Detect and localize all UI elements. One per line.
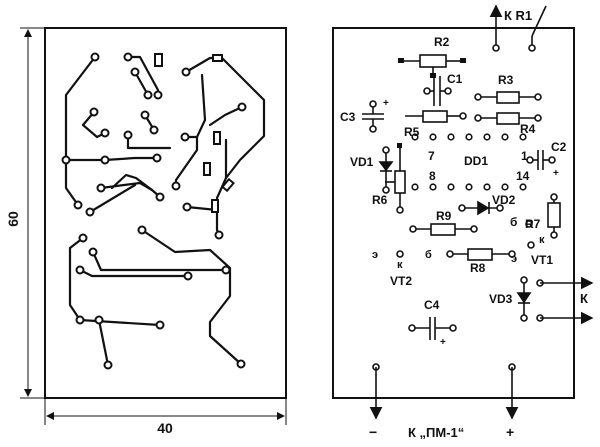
vt1-collector-label: к (539, 234, 545, 246)
board-outline-left (44, 27, 287, 399)
resistor-r4 (496, 112, 520, 125)
label-dd1: DD1 (464, 154, 488, 168)
vt2-base-label: б (425, 249, 432, 261)
resistor-r3 (496, 91, 520, 104)
minus-terminal-label: − (369, 424, 377, 440)
board-outline-right (332, 27, 575, 399)
label-r5: R5 (404, 125, 420, 139)
resistor-r5 (422, 110, 448, 123)
label-r2: R2 (434, 35, 450, 49)
pin-14-label: 14 (516, 169, 530, 183)
c4-plus-sign: + (440, 337, 446, 348)
c3-plus-sign: + (383, 98, 389, 109)
vt1-base-label: б (510, 215, 517, 229)
label-vd1: VD1 (350, 155, 374, 169)
vt2-collector-label: к (397, 259, 403, 271)
label-vd3: VD3 (489, 292, 513, 306)
plus-terminal-label: + (506, 424, 514, 440)
label-c3: C3 (340, 110, 356, 124)
label-vt1: VT1 (531, 253, 553, 267)
label-c1: C1 (447, 72, 463, 86)
component-labels: R2 C1 R3 C3 + R5 R4 C2 + VD1 7 DD1 1 8 1… (340, 35, 588, 440)
output-arrows (369, 276, 594, 420)
vt2-emitter-label: э (372, 249, 378, 261)
trimmer-pads (397, 58, 466, 148)
label-r9: R9 (436, 209, 452, 223)
k-output-label: К (580, 291, 588, 306)
pin-7-label: 7 (428, 149, 435, 163)
dd1-pads (411, 133, 527, 191)
width-dimension-label: 40 (157, 420, 173, 436)
label-r7: R7 (525, 217, 541, 231)
resistor-r9 (430, 223, 456, 236)
label-r6: R6 (372, 193, 388, 207)
height-dimension-label: 60 (5, 211, 21, 227)
pads-left (61, 52, 247, 370)
label-r4: R4 (520, 122, 536, 136)
resistor-r2 (419, 54, 447, 68)
label-vd2: VD2 (492, 193, 516, 207)
trace-side-board: 60 40 (5, 27, 287, 436)
relay-r1-label: К R1 (504, 8, 532, 23)
label-r3: R3 (498, 73, 514, 87)
label-c4: C4 (424, 298, 440, 312)
pads-right (369, 44, 558, 371)
pin-8-label: 8 (429, 169, 436, 183)
pin-1-label: 1 (521, 149, 528, 163)
resistor-r7 (547, 202, 561, 228)
component-side-board: К R1 (332, 4, 594, 440)
label-r8: R8 (470, 261, 486, 275)
label-c2: C2 (551, 140, 567, 154)
c2-plus-sign: + (553, 168, 559, 179)
dimension-lines (20, 27, 287, 425)
resistor-r6 (394, 170, 406, 194)
label-vt2: VT2 (390, 274, 412, 288)
resistor-r8 (467, 248, 493, 261)
pm1-connector-label: К „ПМ-1“ (408, 425, 464, 440)
rect-pads-left (154, 53, 235, 213)
diodes (378, 150, 532, 318)
vt1-emitter-label: э (511, 253, 517, 265)
